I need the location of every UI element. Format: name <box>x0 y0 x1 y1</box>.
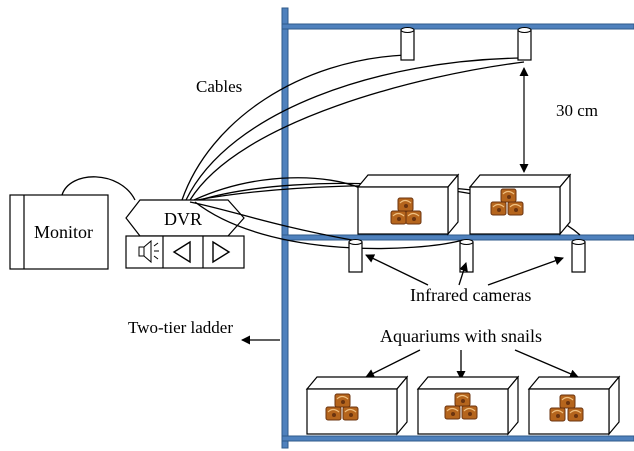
camera-bottom-3 <box>571 239 586 273</box>
dvr-unit: DVR <box>125 199 245 269</box>
ladder-label: Two-tier ladder <box>128 318 233 337</box>
ladder-rail-bottom <box>281 435 634 442</box>
rewind-icon <box>172 240 191 264</box>
distance-label: 30 cm <box>556 101 598 120</box>
aquarium-arrows <box>365 349 579 380</box>
aquarium-bottom-3 <box>527 375 621 436</box>
aquarium-bottom-1 <box>305 375 409 436</box>
ladder-post-left <box>281 7 289 449</box>
aquariums-label: Aquariums with snails <box>380 326 542 346</box>
cables-label: Cables <box>196 77 242 96</box>
dvr-label: DVR <box>164 209 202 229</box>
two-tier-ladder <box>281 7 634 449</box>
infrared-cameras-label: Infrared cameras <box>410 285 531 305</box>
aquarium-bottom-2 <box>416 375 520 436</box>
monitor: Monitor <box>9 194 109 270</box>
aquarium-top-2 <box>468 173 572 236</box>
camera-top-2 <box>517 27 532 61</box>
camera-top-1 <box>400 27 415 61</box>
camera-bottom-1 <box>348 239 363 273</box>
speaker-icon <box>138 239 159 264</box>
ladder-rail-top <box>281 23 634 30</box>
ladder-rail-middle <box>281 234 634 241</box>
aquarium-top-1 <box>356 173 460 236</box>
monitor-label: Monitor <box>34 222 93 242</box>
camera-bottom-2 <box>459 239 474 273</box>
play-icon <box>212 240 231 264</box>
camera-arrows <box>365 254 564 286</box>
